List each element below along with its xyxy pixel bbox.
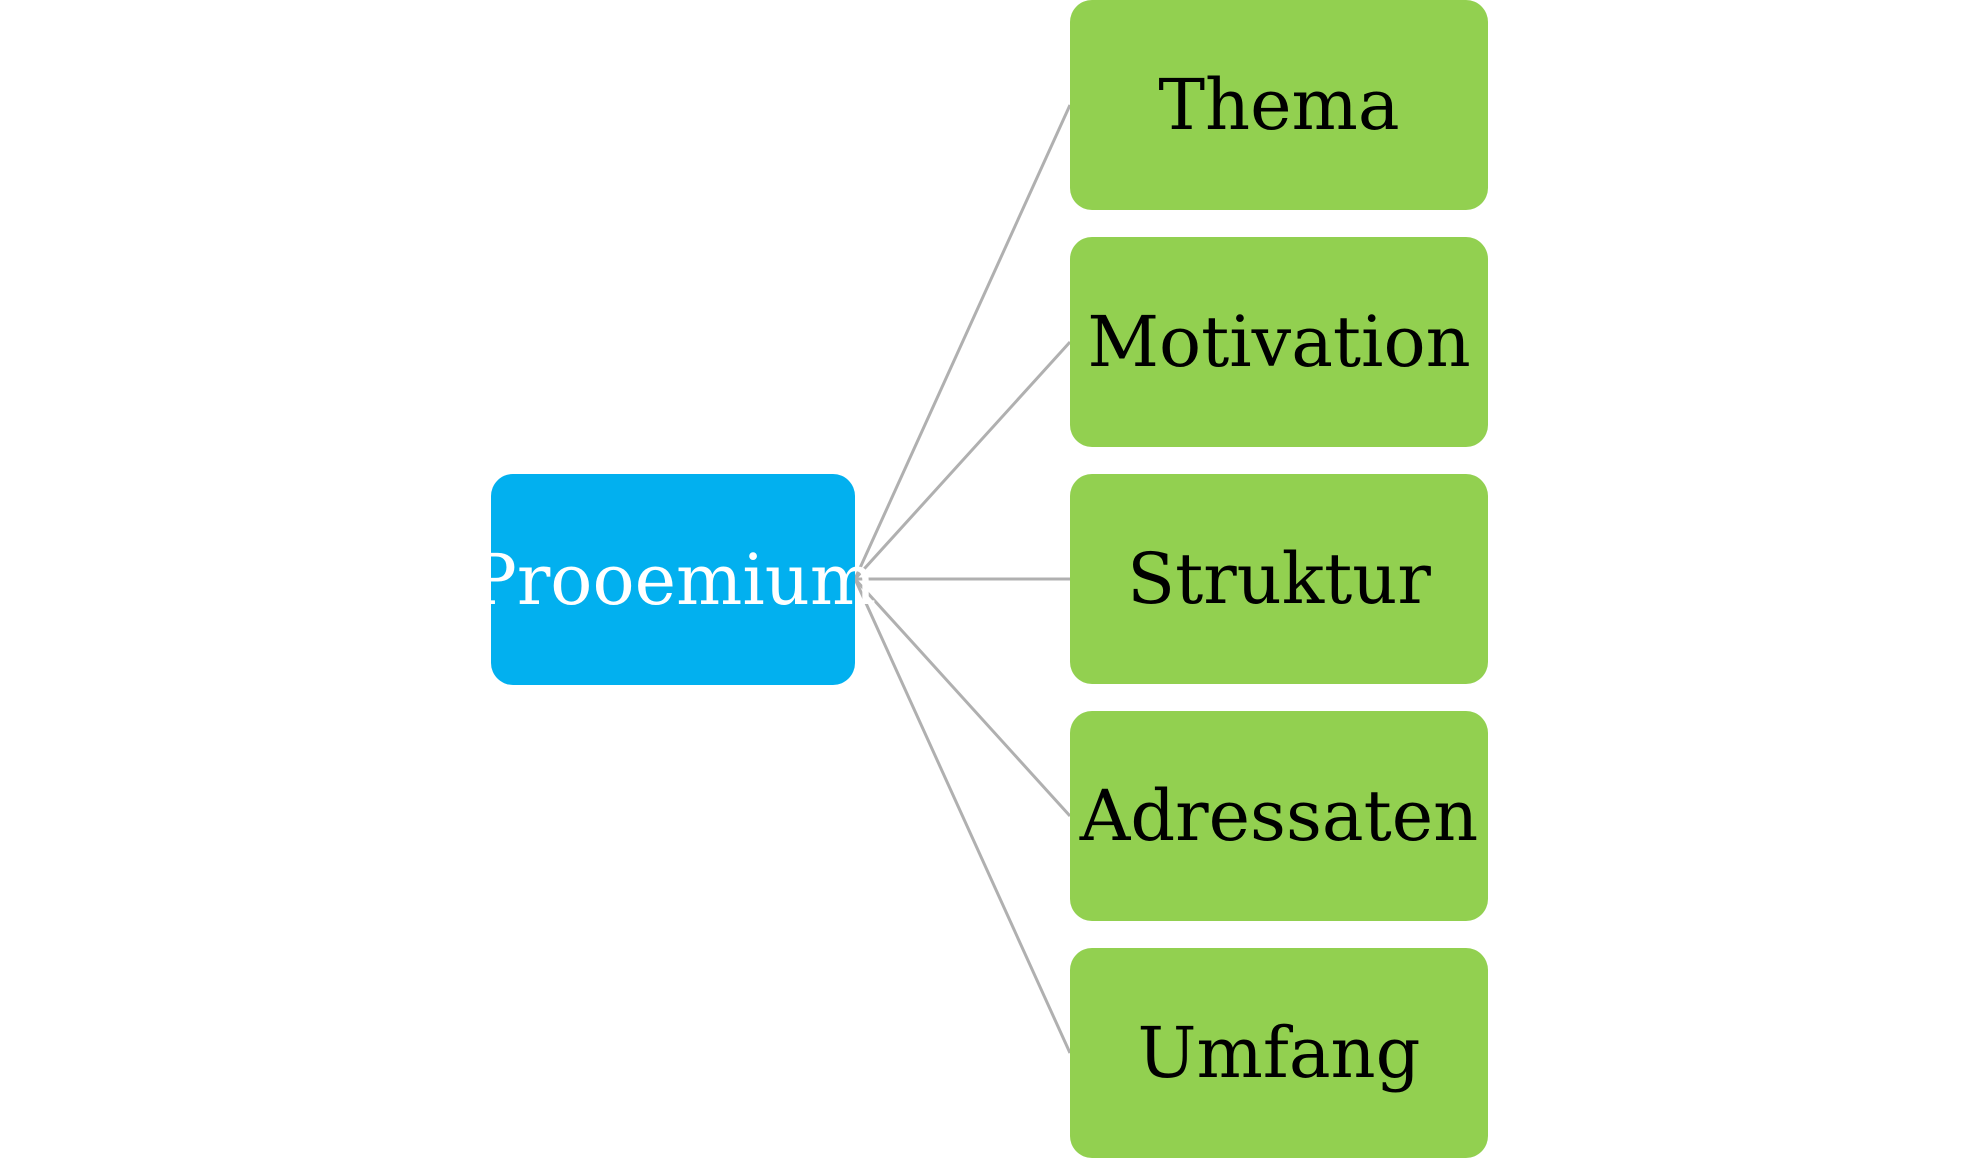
child-label: Thema [1158,64,1400,146]
child-label: Motivation [1087,301,1471,383]
connector-thema [853,104,1072,580]
child-node-struktur: Struktur [1070,474,1488,684]
connector-umfang [853,578,1072,1054]
connector-motivation [853,340,1072,581]
root-label: Prooemium [469,538,877,621]
child-node-motivation: Motivation [1070,237,1488,447]
child-label: Struktur [1127,538,1431,620]
child-label: Adressaten [1079,775,1479,857]
child-label: Umfang [1137,1012,1421,1094]
connector-adressaten [853,577,1072,818]
child-node-thema: Thema [1070,0,1488,210]
child-node-umfang: Umfang [1070,948,1488,1158]
child-node-adressaten: Adressaten [1070,711,1488,921]
root-node-prooemium: Prooemium [470,474,876,685]
